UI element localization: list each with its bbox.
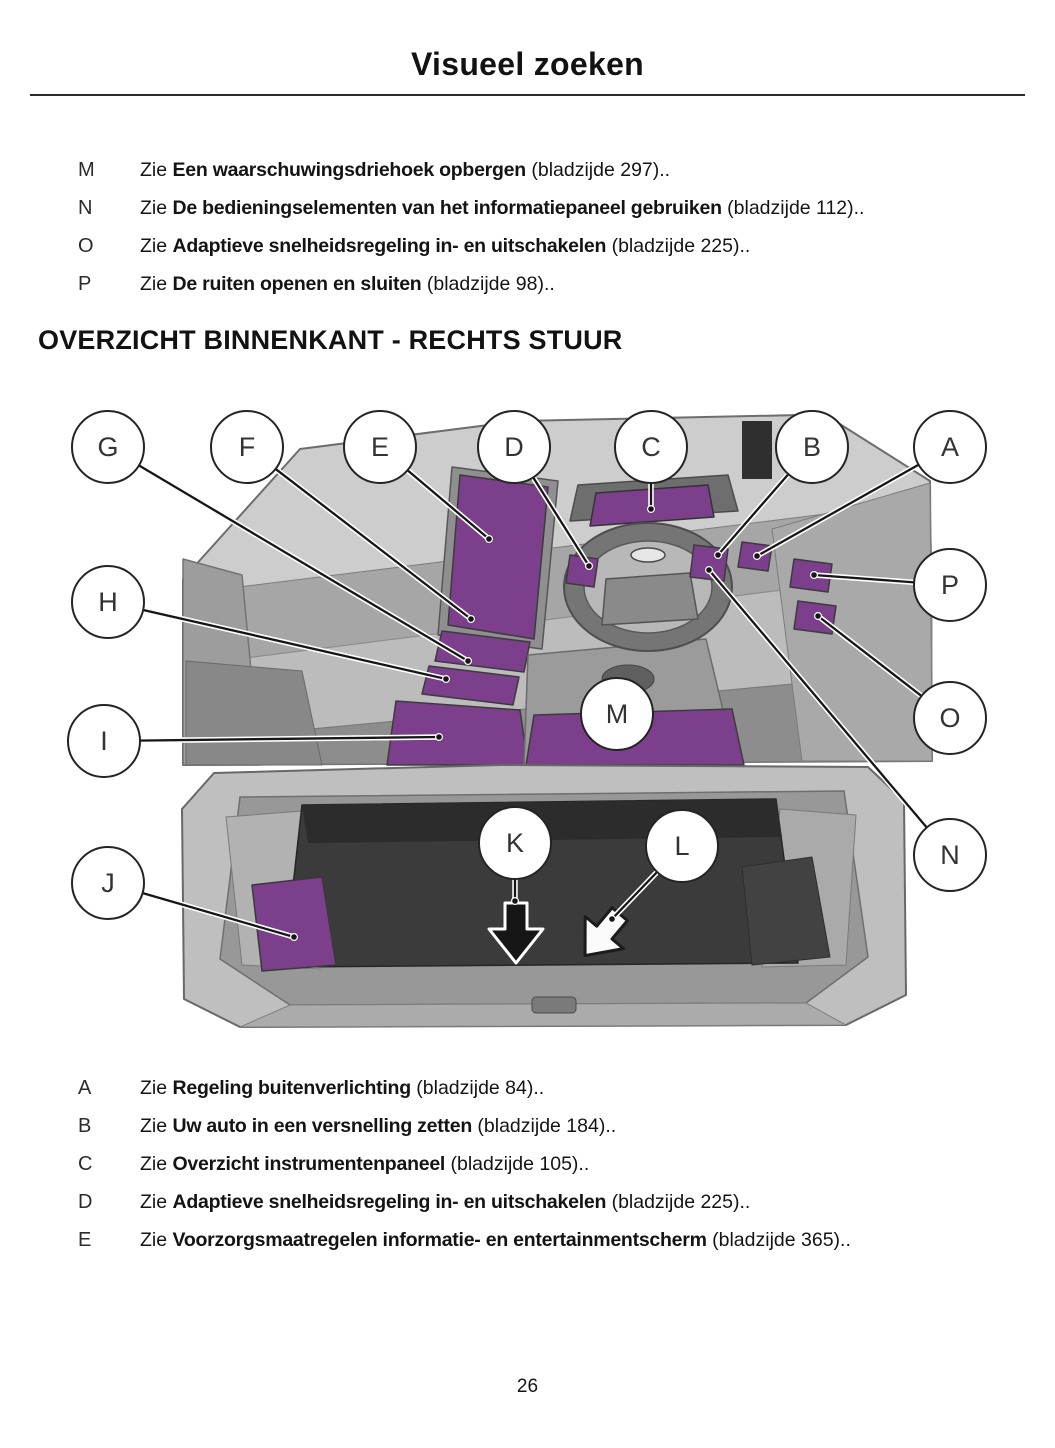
section-heading: OVERZICHT BINNENKANT - RECHTS STUUR	[38, 325, 623, 355]
item-prefix: Zie	[140, 1153, 173, 1175]
item-letter: B	[78, 1115, 92, 1137]
pillar-trim	[742, 421, 772, 479]
page-number: 26	[516, 1376, 539, 1397]
item-topic: Adaptieve snelheidsregeling in- en uitsc…	[172, 1191, 607, 1213]
item-prefix: Zie	[140, 1229, 173, 1251]
car-interior-figure	[103, 414, 953, 1028]
item-page-ref: (bladzijde 365)..	[706, 1229, 851, 1251]
item-topic: Adaptieve snelheidsregeling in- en uitsc…	[172, 235, 607, 257]
fold-arrow-icon	[583, 906, 629, 958]
reference-item: M Zie Een waarschuwingsdriehoek opbergen…	[0, 156, 1055, 185]
item-text: Zie Adaptieve snelheidsregeling in- en u…	[140, 1188, 750, 1217]
callout-G: G	[71, 410, 145, 484]
callout-P: P	[913, 548, 987, 622]
reference-item: D Zie Adaptieve snelheidsregeling in- en…	[0, 1188, 1055, 1217]
callout-N: N	[913, 818, 987, 892]
item-letter: N	[78, 197, 93, 219]
item-prefix: Zie	[140, 159, 173, 181]
item-page-ref: (bladzijde 297)..	[525, 159, 671, 181]
reference-item: P Zie De ruiten openen en sluiten (bladz…	[0, 270, 1055, 299]
page-title: Visueel zoeken	[410, 46, 645, 82]
reference-item: B Zie Uw auto in een versnelling zetten …	[0, 1112, 1055, 1141]
item-page-ref: (bladzijde 225)..	[606, 235, 751, 257]
item-text: Zie De bedieningselementen van het infor…	[140, 194, 864, 223]
page-header: Visueel zoeken	[0, 0, 1055, 96]
item-page-ref: (bladzijde 84)..	[410, 1077, 545, 1099]
item-prefix: Zie	[140, 1115, 173, 1137]
top-reference-list: M Zie Een waarschuwingsdriehoek opbergen…	[0, 156, 1055, 299]
callout-M: M	[580, 677, 654, 751]
item-topic: De ruiten openen en sluiten	[172, 273, 422, 295]
item-prefix: Zie	[140, 197, 173, 219]
callout-E: E	[343, 410, 417, 484]
callout-I: I	[67, 704, 141, 778]
title-divider	[30, 94, 1025, 96]
item-topic: Uw auto in een versnelling zetten	[172, 1115, 473, 1137]
item-text: Zie De ruiten openen en sluiten (bladzij…	[140, 270, 555, 299]
callout-H: H	[71, 565, 145, 639]
item-prefix: Zie	[140, 1077, 173, 1099]
reference-item: N Zie De bedieningselementen van het inf…	[0, 194, 1055, 223]
callout-B: B	[775, 410, 849, 484]
item-letter: C	[78, 1153, 93, 1175]
item-letter: O	[78, 235, 94, 257]
item-text: Zie Overzicht instrumentenpaneel (bladzi…	[140, 1150, 589, 1179]
item-topic: Voorzorgsmaatregelen informatie- en ente…	[172, 1229, 707, 1251]
reference-item: A Zie Regeling buitenverlichting (bladzi…	[0, 1074, 1055, 1103]
item-page-ref: (bladzijde 184)..	[472, 1115, 617, 1137]
item-prefix: Zie	[140, 235, 173, 257]
item-letter: P	[78, 273, 92, 295]
item-page-ref: (bladzijde 98)..	[421, 273, 555, 295]
item-text: Zie Uw auto in een versnelling zetten (b…	[140, 1112, 616, 1141]
item-topic: Een waarschuwingsdriehoek opbergen	[172, 159, 527, 181]
trunk-side-panel-highlight	[251, 876, 337, 972]
bottom-reference-list: A Zie Regeling buitenverlichting (bladzi…	[0, 1074, 1055, 1255]
callout-O: O	[913, 681, 987, 755]
callout-K: K	[478, 806, 552, 880]
callout-C: C	[614, 410, 688, 484]
item-page-ref: (bladzijde 225)..	[606, 1191, 751, 1213]
item-text: Zie Regeling buitenverlichting (bladzijd…	[140, 1074, 544, 1103]
item-page-ref: (bladzijde 105)..	[445, 1153, 590, 1175]
callout-D: D	[477, 410, 551, 484]
item-text: Zie Voorzorgsmaatregelen informatie- en …	[140, 1226, 851, 1255]
item-topic: De bedieningselementen van het informati…	[172, 197, 722, 219]
reference-item: E Zie Voorzorgsmaatregelen informatie- e…	[0, 1226, 1055, 1255]
item-text: Zie Een waarschuwingsdriehoek opbergen (…	[140, 156, 670, 185]
callout-F: F	[210, 410, 284, 484]
callout-A: A	[913, 410, 987, 484]
brand-badge	[630, 547, 666, 563]
reference-item: C Zie Overzicht instrumentenpaneel (blad…	[0, 1150, 1055, 1179]
reference-item: O Zie Adaptieve snelheidsregeling in- en…	[0, 232, 1055, 261]
item-prefix: Zie	[140, 273, 173, 295]
item-topic: Overzicht instrumentenpaneel	[172, 1153, 446, 1175]
item-letter: M	[78, 159, 95, 181]
down-arrow-icon	[487, 901, 545, 965]
item-text: Zie Adaptieve snelheidsregeling in- en u…	[140, 232, 750, 261]
callout-J: J	[71, 846, 145, 920]
item-letter: A	[78, 1077, 92, 1099]
item-topic: Regeling buitenverlichting	[172, 1077, 412, 1099]
callout-L: L	[645, 809, 719, 883]
climate-panel-highlight	[434, 630, 531, 673]
item-letter: E	[78, 1229, 92, 1251]
item-page-ref: (bladzijde 112)..	[721, 197, 865, 219]
item-prefix: Zie	[140, 1191, 173, 1213]
console-tray-highlight	[386, 700, 529, 766]
item-letter: D	[78, 1191, 93, 1213]
